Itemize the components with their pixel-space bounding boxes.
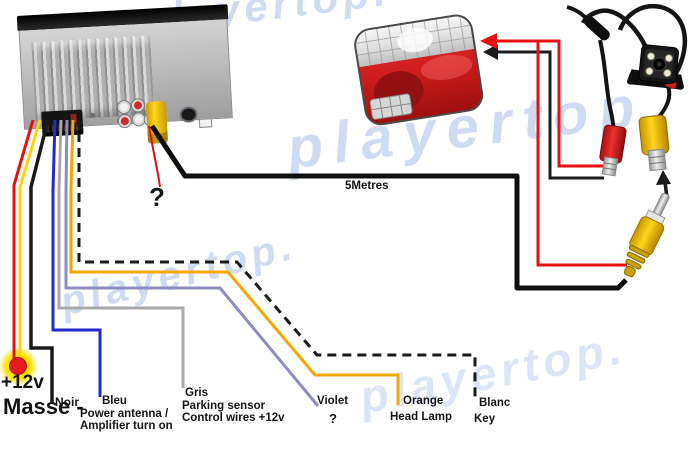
wire-gray-gris	[57, 119, 185, 388]
video-cable-5m	[149, 124, 628, 291]
wire-yellow-12v	[18, 119, 42, 360]
wire-red-12v	[12, 119, 35, 360]
label-wire-violet: Violet ?	[317, 395, 349, 426]
reverse-trigger-wire	[148, 125, 161, 188]
label-wire-orange: Orange Head Lamp	[390, 395, 452, 423]
wire-orange	[69, 119, 400, 405]
camera-led	[664, 54, 673, 63]
label-wire-blanc: Blanc Key	[474, 397, 511, 425]
camera-led	[663, 69, 672, 78]
camera-power-wire	[497, 39, 604, 168]
wire-white-blanc-dashed	[77, 118, 477, 401]
tail-light-photo	[354, 14, 484, 126]
label-wire-bleu: Bleu Power antenna / Amplifier turn on	[80, 395, 173, 432]
backup-camera-photo	[566, 3, 688, 130]
label-plus12v: +12v	[1, 372, 44, 393]
yellow-rca-female	[638, 114, 670, 172]
cable-ferrite	[584, 16, 610, 41]
label-masse-ground: Masse -	[3, 394, 84, 419]
yellow-rca-male	[623, 192, 670, 278]
label-wire-gris: Gris Parking sensor Control wires +12v	[182, 387, 285, 424]
camera-led	[646, 52, 656, 61]
red-arrow-icon	[480, 33, 497, 49]
black-arrow-icon	[483, 44, 498, 60]
camera-led	[645, 67, 654, 76]
red-rca-female	[599, 124, 627, 177]
power-terminal-12v	[9, 357, 27, 375]
wire-blue-bleu	[51, 119, 102, 397]
reverse-power-branch-wire	[536, 41, 627, 267]
label-wire-noir: Noir	[55, 395, 79, 409]
camera-ground-wire	[498, 50, 604, 180]
label-cable-length: 5Metres	[345, 180, 389, 192]
wire-violet	[64, 119, 320, 407]
wire-black-noir	[29, 119, 54, 404]
label-rca-question: ?	[149, 182, 165, 212]
